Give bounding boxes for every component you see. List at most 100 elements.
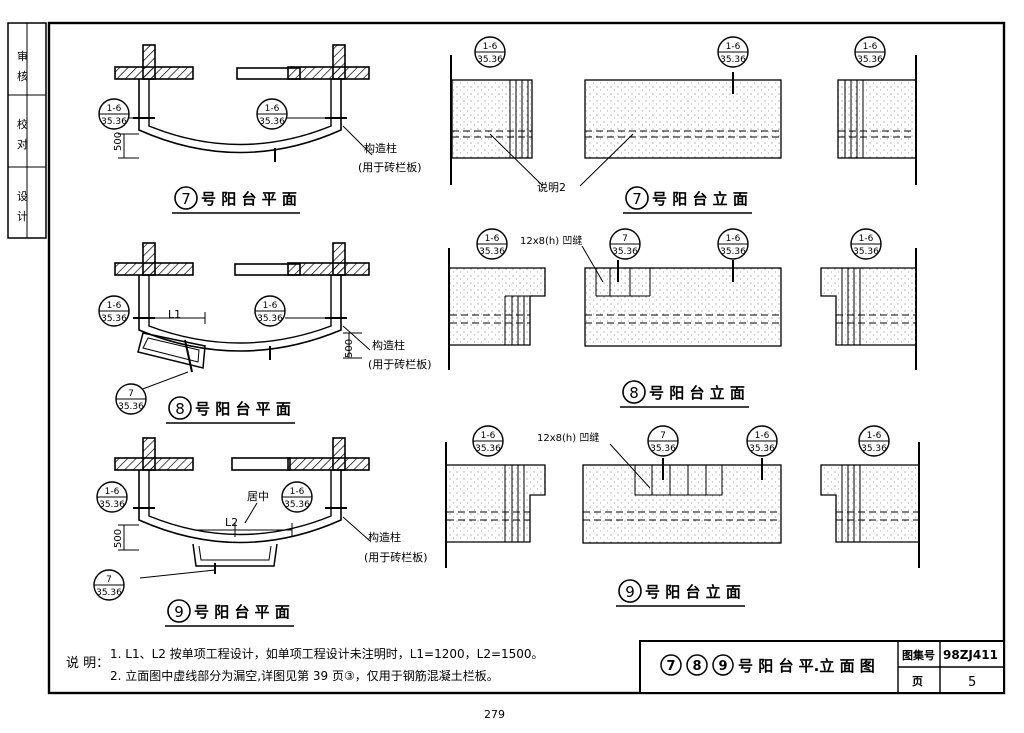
svg-text:35.36: 35.36 (612, 247, 638, 257)
callout-1-6-plan7-right: 1-6 35.36 (256, 98, 325, 130)
svg-text:35.36: 35.36 (257, 314, 283, 324)
svg-text:号 阳 台 平 面: 号 阳 台 平 面 (194, 603, 290, 621)
svg-text:号 阳 台 立 面: 号 阳 台 立 面 (649, 384, 745, 402)
label-aofeng-elev8: 12x8(h) 凹缝 (520, 234, 582, 247)
label-gouzaozhu-plan8: 构造柱 (372, 338, 405, 352)
caption-plan-9: 9 号 阳 台 平 面 (165, 599, 294, 627)
callout-1-6-elev7-left: 1-6 35.36 (474, 36, 506, 68)
svg-text:1-6: 1-6 (290, 487, 305, 497)
svg-text:1-6: 1-6 (263, 301, 278, 311)
elevation-8 (448, 245, 917, 370)
svg-text:1-6: 1-6 (265, 104, 280, 114)
callout-1-6-plan7-left: 1-6 35.36 (98, 98, 139, 130)
svg-text:35.36: 35.36 (650, 444, 676, 454)
svg-text:1-6: 1-6 (755, 431, 770, 441)
svg-text:35.36: 35.36 (118, 402, 144, 412)
side-label-3: 校 (17, 117, 28, 131)
svg-text:1-6: 1-6 (867, 431, 882, 441)
label-gouzaozhu-plan9: 构造柱 (368, 530, 401, 544)
label-aofeng-elev9: 12x8(h) 凹缝 (537, 431, 599, 444)
callout-7-elev8: 7 35.36 (609, 228, 641, 260)
svg-text:35.36: 35.36 (96, 588, 122, 598)
callout-1-6-plan8-right: 1-6 35.36 (254, 295, 325, 327)
svg-text:1-6: 1-6 (726, 234, 741, 244)
svg-text:35.36: 35.36 (99, 500, 125, 510)
label-l2: L2 (225, 516, 238, 529)
svg-text:号 阳 台 立 面: 号 阳 台 立 面 (645, 583, 741, 601)
svg-text:1-6: 1-6 (481, 431, 496, 441)
elevation-9 (445, 442, 920, 568)
svg-text:7: 7 (181, 190, 191, 208)
svg-text:9: 9 (174, 603, 184, 621)
svg-text:35.36: 35.36 (749, 444, 775, 454)
title-text: 号 阳 台 平.立 面 图 (738, 657, 875, 675)
label-shuoming2: 说明2 (537, 180, 566, 194)
label-yongyu-plan9: (用于砖栏板) (364, 550, 428, 564)
title-circled-8: 8 (692, 659, 701, 674)
svg-text:35.36: 35.36 (857, 55, 883, 65)
callout-1-6-plan9-left: 1-6 35.36 (96, 481, 128, 513)
notes-line-2: 2. 立面图中虚线部分为漏空,详图见第 39 页③，仅用于钢筋混凝土栏板。 (110, 668, 499, 683)
page-label: 页 (912, 675, 923, 688)
label-juzhong: 居中 (247, 490, 269, 503)
label-yongyu-plan8: (用于砖栏板) (368, 357, 432, 371)
dim-500-plan7: 500 (113, 132, 124, 151)
svg-text:1-6: 1-6 (863, 42, 878, 52)
caption-elev-9: 9 号 阳 台 立 面 (616, 579, 745, 607)
callout-1-6-elev8-left: 1-6 35.36 (476, 228, 508, 260)
callout-7-elev9: 7 35.36 (647, 425, 679, 457)
svg-text:35.36: 35.36 (475, 444, 501, 454)
caption-plan-7: 7 号 阳 台 平 面 (172, 186, 300, 214)
svg-text:1-6: 1-6 (107, 104, 122, 114)
side-label-2: 核 (17, 69, 28, 83)
svg-text:7: 7 (128, 389, 134, 399)
svg-text:7: 7 (622, 234, 628, 244)
caption-elev-8: 8 号 阳 台 立 面 (620, 380, 749, 408)
label-yongyu-plan7: (用于砖栏板) (358, 160, 422, 174)
svg-text:35.36: 35.36 (479, 247, 505, 257)
svg-text:35.36: 35.36 (101, 117, 127, 127)
callout-7-plan9: 7 35.36 (93, 569, 125, 601)
atlas-value: 98ZJ411 (943, 648, 998, 662)
title-block: 7 8 9 号 阳 台 平.立 面 图 图集号 98ZJ411 页 5 (639, 640, 1005, 694)
svg-text:号 阳 台 立 面: 号 阳 台 立 面 (652, 190, 748, 208)
callout-1-6-elev9-left: 1-6 35.36 (472, 425, 504, 457)
callout-1-6-elev8-mid: 1-6 35.36 (717, 228, 749, 260)
dim-500-plan8: 500 (344, 339, 355, 358)
svg-text:35.36: 35.36 (720, 55, 746, 65)
plan-9 (114, 437, 371, 579)
side-label-4: 对 (17, 137, 28, 151)
svg-text:35.36: 35.36 (861, 444, 887, 454)
svg-text:1-6: 1-6 (483, 42, 498, 52)
svg-text:35.36: 35.36 (477, 55, 503, 65)
caption-plan-8: 8 号 阳 台 平 面 (166, 396, 295, 424)
callout-1-6-elev9-mid: 1-6 35.36 (746, 425, 778, 457)
svg-text:1-6: 1-6 (859, 234, 874, 244)
svg-text:35.36: 35.36 (284, 500, 310, 510)
side-label-5: 设 (17, 190, 28, 203)
svg-text:8: 8 (629, 384, 639, 402)
elevation-7 (450, 55, 917, 187)
page-number: 279 (484, 708, 505, 721)
callout-1-6-elev7-right: 1-6 35.36 (854, 36, 886, 68)
label-l1: L1 (168, 308, 181, 321)
notes-heading: 说 明： (66, 656, 109, 671)
svg-text:8: 8 (175, 400, 185, 418)
side-label-1: 审 (17, 49, 28, 63)
callout-7-plan8: 7 35.36 (115, 383, 147, 415)
svg-text:7: 7 (632, 190, 642, 208)
sheet-border (47, 21, 1006, 695)
svg-text:号 阳 台 平 面: 号 阳 台 平 面 (195, 400, 291, 418)
callout-1-6-elev9-right: 1-6 35.36 (858, 425, 890, 457)
svg-text:7: 7 (106, 575, 112, 585)
svg-text:号 阳 台 平 面: 号 阳 台 平 面 (201, 190, 297, 208)
svg-text:1-6: 1-6 (105, 487, 120, 497)
callout-1-6-plan8-left: 1-6 35.36 (98, 295, 130, 327)
side-label-6: 计 (17, 210, 28, 223)
svg-text:35.36: 35.36 (853, 247, 879, 257)
svg-text:1-6: 1-6 (107, 301, 122, 311)
dim-500-plan9: 500 (113, 529, 124, 548)
svg-text:7: 7 (660, 431, 666, 441)
callout-1-6-elev8-right: 1-6 35.36 (850, 228, 882, 260)
